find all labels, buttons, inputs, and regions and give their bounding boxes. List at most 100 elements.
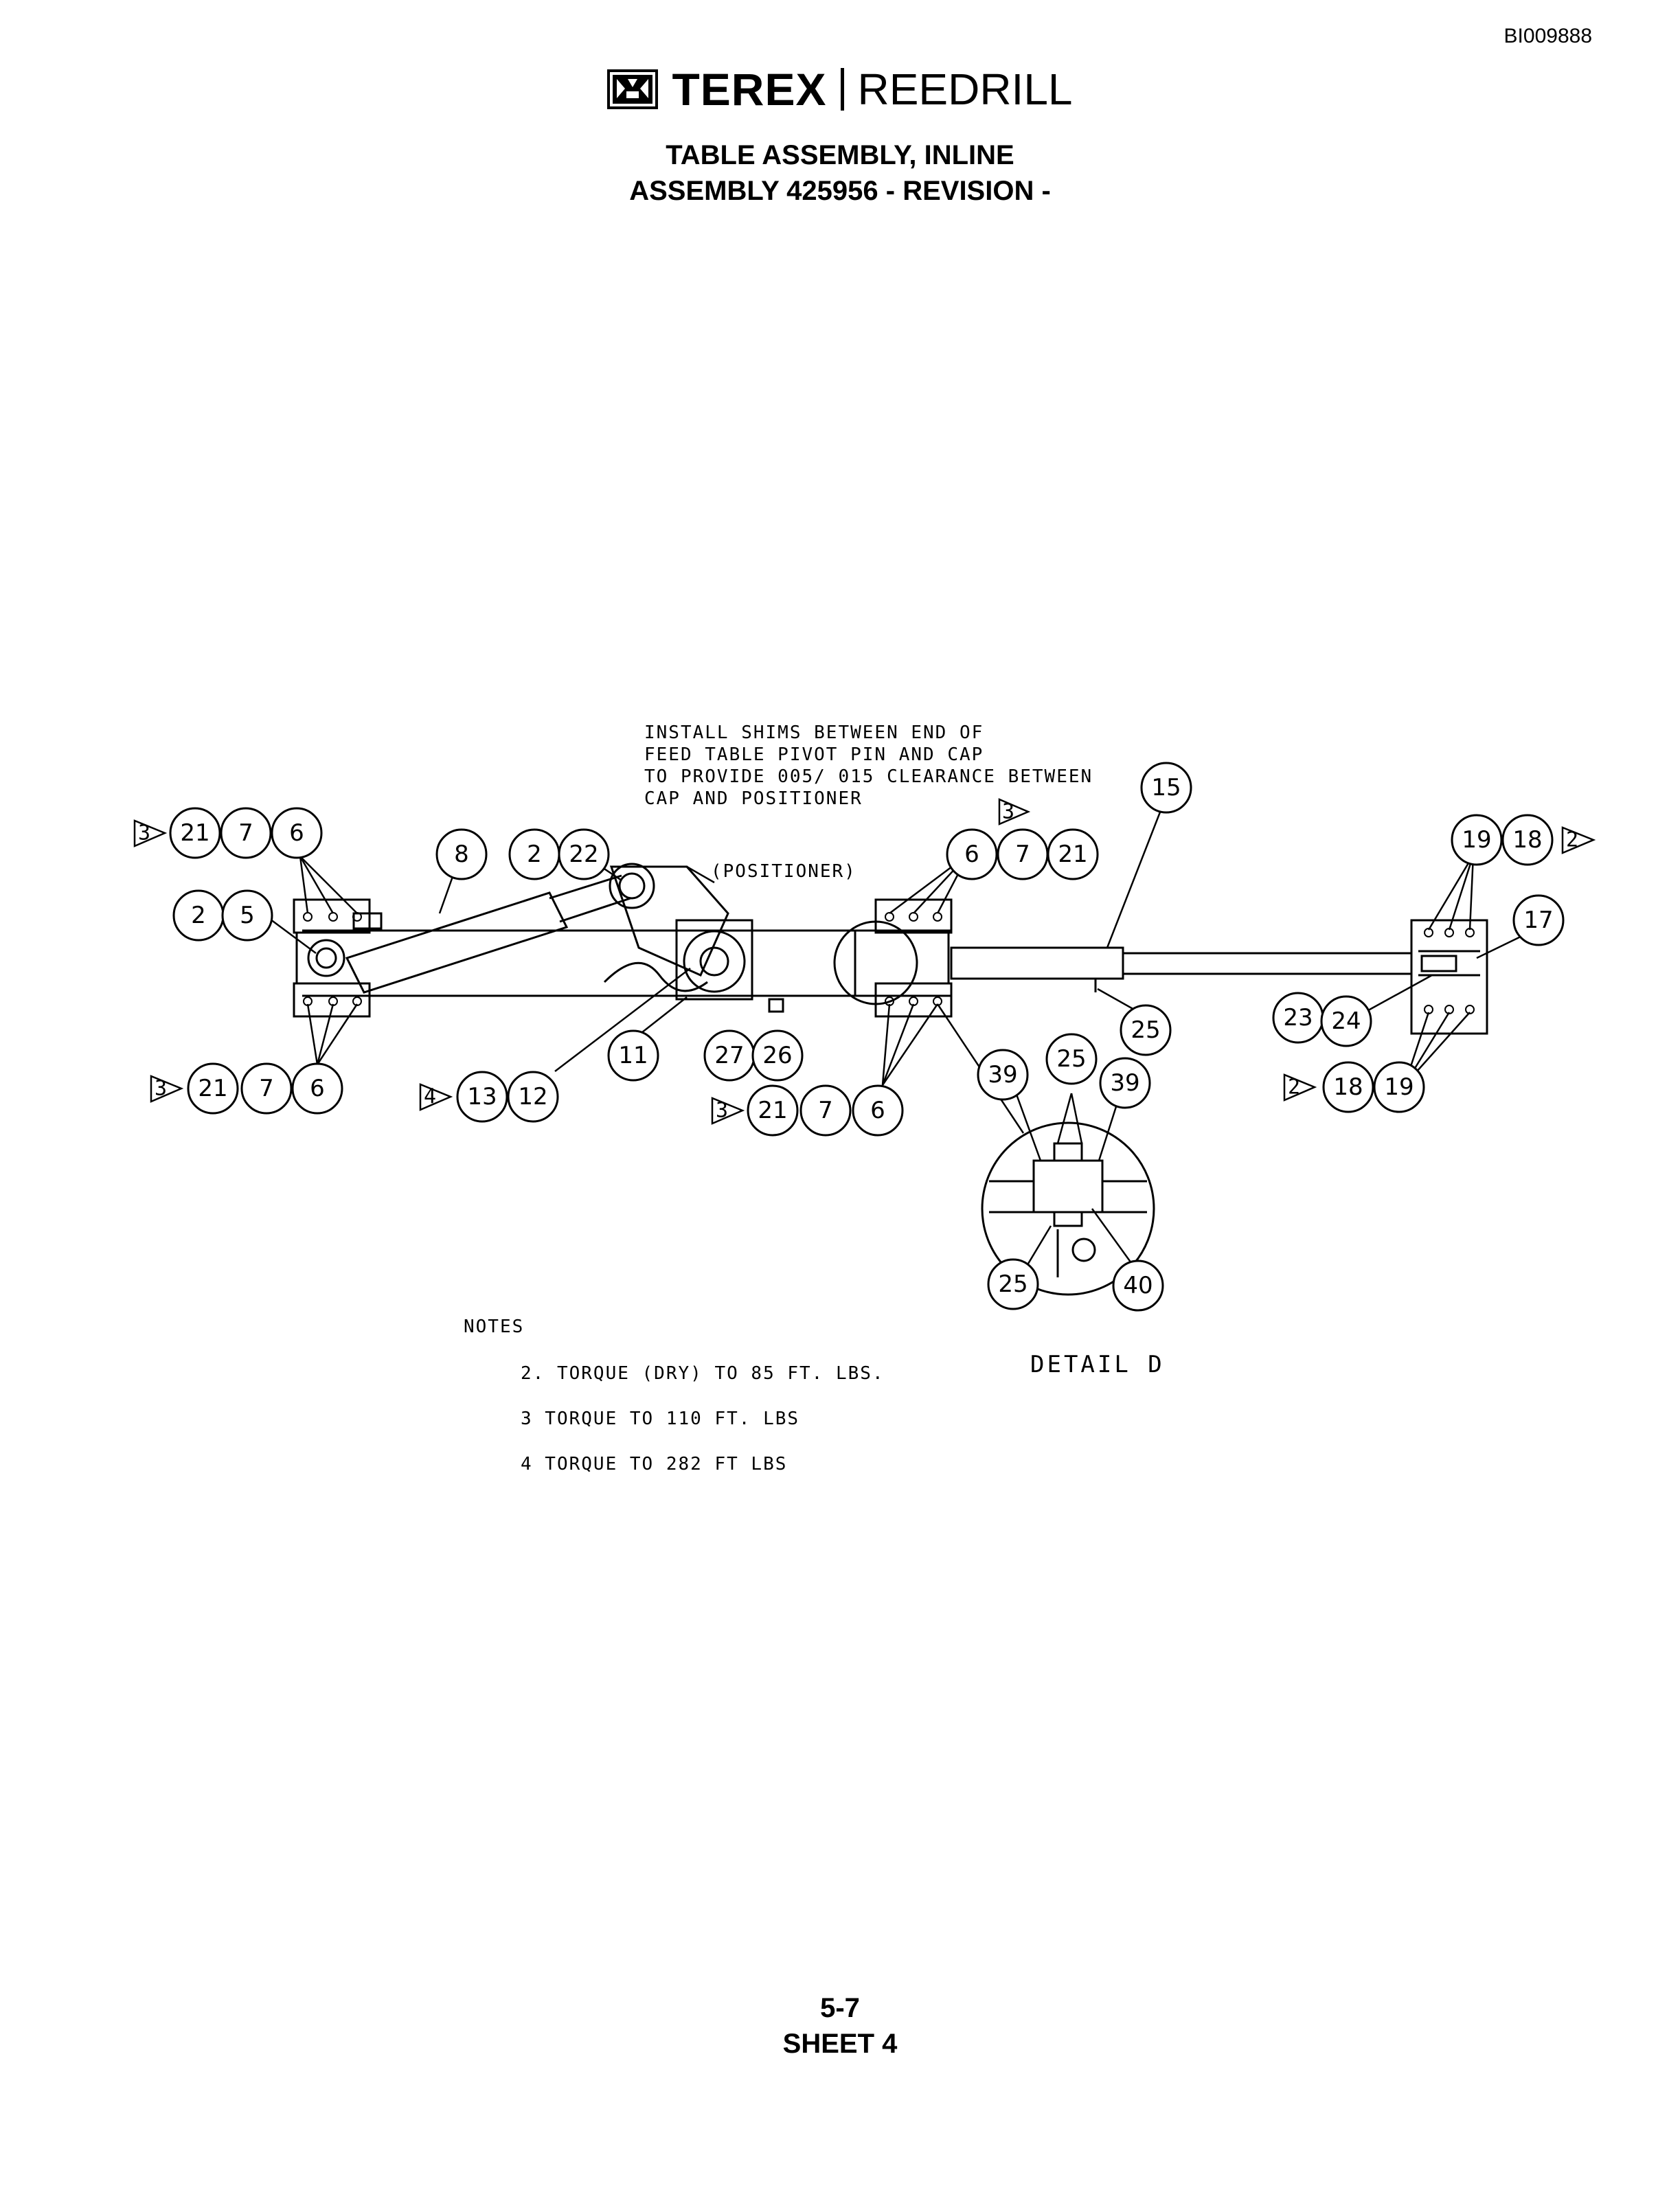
balloon: 22 xyxy=(558,828,610,880)
balloon: 12 xyxy=(507,1071,559,1123)
balloon: 19 xyxy=(1373,1061,1425,1113)
balloon: 25 xyxy=(1045,1033,1098,1085)
balloon: 7 xyxy=(220,807,272,859)
balloon: 6 xyxy=(271,807,323,859)
svg-text:26: 26 xyxy=(762,1042,792,1069)
svg-text:3: 3 xyxy=(155,1077,167,1101)
balloon: 21 xyxy=(169,807,221,859)
svg-text:13: 13 xyxy=(467,1083,497,1110)
brand-header: TEREX REEDRILL xyxy=(0,62,1680,117)
balloon: 23 xyxy=(1272,992,1324,1044)
svg-text:7: 7 xyxy=(1015,841,1030,868)
svg-text:19: 19 xyxy=(1462,826,1491,854)
svg-text:25: 25 xyxy=(998,1270,1028,1298)
balloon: 21 xyxy=(747,1084,799,1137)
svg-text:12: 12 xyxy=(518,1083,547,1110)
balloon: 39 xyxy=(1099,1057,1151,1109)
positioner-label: (POSITIONER) xyxy=(711,861,856,882)
svg-text:21: 21 xyxy=(758,1097,787,1124)
svg-text:7: 7 xyxy=(259,1075,274,1102)
svg-text:2: 2 xyxy=(527,841,542,868)
positioner-arm xyxy=(603,863,729,992)
detail-label: DETAIL D xyxy=(1030,1351,1165,1378)
balloon: 39 xyxy=(977,1049,1029,1101)
svg-text:21: 21 xyxy=(180,819,209,847)
note-item: 2. TORQUE (DRY) TO 85 FT. LBS. xyxy=(521,1363,885,1384)
balloon: 27 xyxy=(703,1029,756,1082)
balloon: 17 xyxy=(1512,894,1565,946)
balloon: 8 xyxy=(435,828,488,880)
terex-logo-icon xyxy=(607,69,659,109)
svg-text:21: 21 xyxy=(198,1075,227,1102)
end-plate xyxy=(1410,919,1488,1035)
balloon: 6 xyxy=(852,1084,904,1137)
balloon: 40 xyxy=(1112,1260,1164,1312)
svg-text:3: 3 xyxy=(716,1099,728,1123)
svg-text:15: 15 xyxy=(1151,774,1181,801)
item-balloons: 21 7 6 2 5 21 7 6 8 2 22 13 12 11 27 26 … xyxy=(169,762,1565,1312)
svg-text:39: 39 xyxy=(1110,1069,1139,1097)
svg-text:18: 18 xyxy=(1512,826,1542,854)
balloon: 26 xyxy=(751,1029,804,1082)
note-item: 4 TORQUE TO 282 FT LBS xyxy=(521,1454,787,1474)
svg-text:4: 4 xyxy=(424,1085,436,1109)
svg-text:6: 6 xyxy=(870,1097,885,1124)
install-note: INSTALL SHIMS BETWEEN END OF FEED TABLE … xyxy=(644,722,1091,809)
svg-text:6: 6 xyxy=(310,1075,325,1102)
svg-text:19: 19 xyxy=(1384,1073,1414,1101)
svg-text:8: 8 xyxy=(454,841,469,868)
note-flags: 3 3 4 3 3 2 2 xyxy=(133,798,1596,1125)
svg-text:22: 22 xyxy=(569,841,598,868)
drawing-title: TABLE ASSEMBLY, INLINE ASSEMBLY 425956 -… xyxy=(0,137,1680,209)
page-number: 5-7 xyxy=(820,1993,860,2023)
feed-tube xyxy=(950,946,1413,992)
svg-text:2: 2 xyxy=(191,902,206,929)
balloon: 7 xyxy=(799,1084,852,1137)
balloon: 7 xyxy=(997,828,1049,880)
title-line-2: ASSEMBLY 425956 - REVISION - xyxy=(629,176,1051,206)
svg-text:18: 18 xyxy=(1333,1073,1363,1101)
hydraulic-cylinder xyxy=(307,874,631,994)
page-footer: 5-7 SHEET 4 xyxy=(0,1990,1680,2062)
balloon: 24 xyxy=(1320,995,1372,1047)
balloon: 15 xyxy=(1140,762,1192,814)
svg-text:17: 17 xyxy=(1523,907,1553,934)
svg-text:6: 6 xyxy=(289,819,304,847)
note-flag: 3 xyxy=(711,1097,745,1125)
note-item: 3 TORQUE TO 110 FT. LBS xyxy=(521,1409,799,1429)
balloon: 11 xyxy=(607,1029,659,1082)
svg-text:3: 3 xyxy=(1002,800,1014,824)
svg-text:6: 6 xyxy=(964,841,979,868)
note-flag: 2 xyxy=(1561,826,1596,854)
notes-heading: NOTES xyxy=(464,1317,524,1337)
svg-text:40: 40 xyxy=(1123,1272,1153,1299)
svg-text:FEED TABLE PIVOT PIN AND CAP: FEED TABLE PIVOT PIN AND CAP xyxy=(644,744,984,765)
svg-text:21: 21 xyxy=(1058,841,1087,868)
svg-text:27: 27 xyxy=(714,1042,744,1069)
svg-text:25: 25 xyxy=(1131,1016,1160,1044)
note-flag: 3 xyxy=(150,1075,184,1103)
brand-separator xyxy=(840,68,844,111)
svg-text:3: 3 xyxy=(138,821,150,845)
svg-text:5: 5 xyxy=(240,902,255,929)
svg-text:39: 39 xyxy=(988,1061,1017,1089)
svg-text:11: 11 xyxy=(618,1042,648,1069)
detail-d-view xyxy=(981,1121,1155,1296)
balloon: 13 xyxy=(456,1071,508,1123)
brand-subname: REEDRILL xyxy=(857,65,1073,114)
svg-text:INSTALL SHIMS BETWEEN END OF: INSTALL SHIMS BETWEEN END OF xyxy=(644,722,984,743)
svg-text:2: 2 xyxy=(1288,1075,1300,1099)
svg-text:23: 23 xyxy=(1283,1004,1313,1032)
notes-block: NOTES 2. TORQUE (DRY) TO 85 FT. LBS. 3 T… xyxy=(464,1317,885,1474)
balloon: 5 xyxy=(221,889,273,942)
brand-name: TEREX xyxy=(672,64,827,115)
table-frame xyxy=(293,898,953,1018)
note-flag: 3 xyxy=(998,798,1031,825)
balloon: 2 xyxy=(172,889,225,942)
svg-text:CAP AND POSITIONER: CAP AND POSITIONER xyxy=(644,788,863,809)
note-flag: 3 xyxy=(133,819,168,847)
document-id: BI009888 xyxy=(1503,25,1592,47)
pivot-block xyxy=(675,919,918,1013)
balloon: 7 xyxy=(240,1062,293,1115)
svg-text:24: 24 xyxy=(1331,1007,1361,1035)
